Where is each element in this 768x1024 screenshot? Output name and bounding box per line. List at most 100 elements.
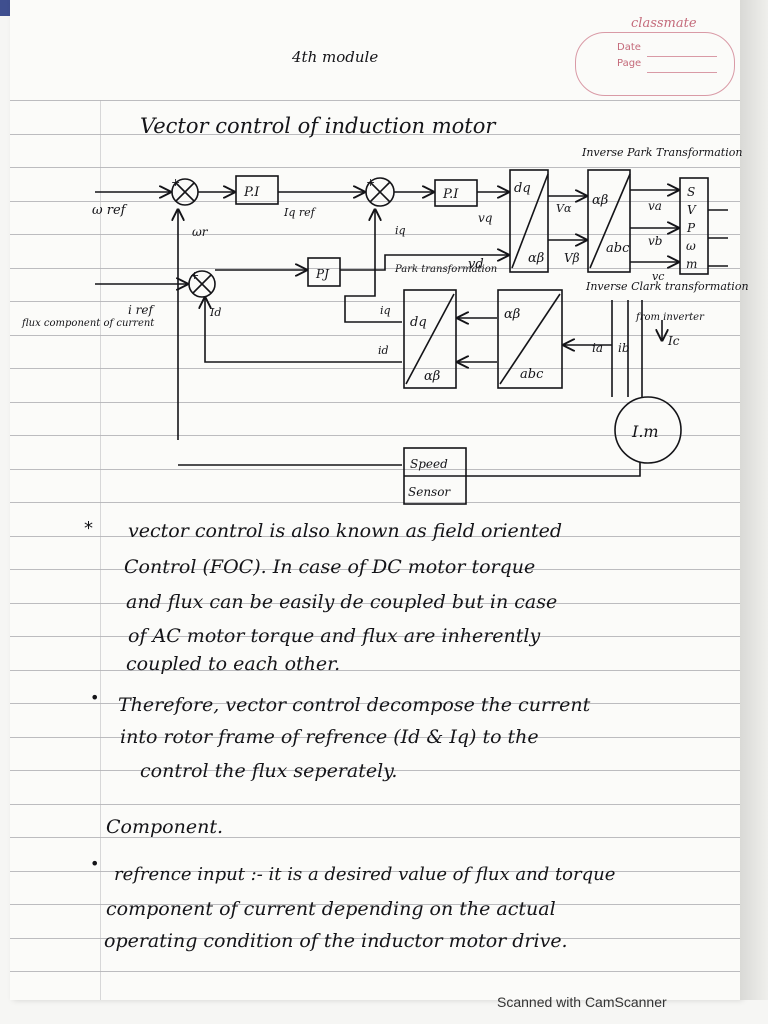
component-line: refrence input :- it is a desired value … <box>114 864 616 885</box>
sensor-label-line2: Sensor <box>408 485 451 499</box>
ic-label: Ic <box>667 334 680 348</box>
date-label: Date <box>617 42 641 53</box>
ruled-line <box>10 301 740 302</box>
iq-ref-label: Iq ref <box>283 206 317 219</box>
inverse-park-label: Inverse Park Transformation <box>581 146 742 159</box>
notebook-edge <box>740 0 768 1000</box>
minus-sign: - <box>184 198 188 211</box>
ruled-line <box>10 100 740 101</box>
inverse-park-block <box>509 169 549 273</box>
park-dq-label: dq <box>410 315 427 330</box>
ruled-line <box>10 904 740 905</box>
ruled-line <box>10 770 740 771</box>
clark-abc-label: abc <box>520 367 544 382</box>
id-out-label: id <box>378 344 389 357</box>
ruled-line <box>10 837 740 838</box>
vq-input-label: vq <box>478 211 493 225</box>
plus-sign: + <box>171 176 180 189</box>
module-label: 4th module <box>292 48 379 66</box>
ruled-line <box>10 402 740 403</box>
inv-clark-ab-label: αβ <box>592 193 608 208</box>
w-ref-label: ω ref <box>92 203 128 218</box>
svpwm-block <box>679 177 709 275</box>
ruled-line <box>10 435 740 436</box>
margin-line <box>100 100 101 1000</box>
ruled-line <box>10 134 740 135</box>
component-line: operating condition of the inductor moto… <box>104 930 568 952</box>
ruled-line <box>10 335 740 336</box>
note-line: control the flux seperately. <box>140 760 398 782</box>
park-block <box>403 289 457 389</box>
page-line <box>647 72 717 73</box>
ib-label: ib <box>618 341 630 355</box>
flux-component-note: flux component of current <box>21 318 155 329</box>
inverse-clark-block <box>587 169 631 273</box>
note-line: Therefore, vector control decompose the … <box>118 694 591 716</box>
plus-sign: + <box>366 176 375 189</box>
ruled-line <box>10 971 740 972</box>
motor-label: I.m <box>631 422 659 441</box>
id-feedback-label: Id <box>209 306 221 319</box>
svpwm-letter: m <box>686 257 697 271</box>
ruled-line <box>10 871 740 872</box>
minus-sign: - <box>378 199 382 212</box>
iq-feedback-label: iq <box>395 224 406 237</box>
iq-pi-label: P.I <box>442 187 459 202</box>
note-line: of AC motor torque and flux are inherent… <box>128 625 541 647</box>
i-ref-label: i ref <box>128 303 155 317</box>
svpwm-letter: V <box>687 203 697 217</box>
iq-pi-block <box>434 179 478 207</box>
induction-motor <box>614 396 682 464</box>
v-alpha-label: Vα <box>556 202 572 215</box>
sensor-label-line1: Speed <box>410 457 448 471</box>
scanner-watermark: Scanned with CamScanner <box>497 994 667 1010</box>
component-line: component of current depending on the ac… <box>106 898 556 920</box>
note-marker: * <box>84 518 93 539</box>
clark-ab-label: αβ <box>504 307 520 322</box>
ruled-line <box>10 737 740 738</box>
notebook-sheet <box>10 0 740 1000</box>
park-ab-label: αβ <box>424 369 440 384</box>
ruled-line <box>10 469 740 470</box>
ruled-line <box>10 804 740 805</box>
ia-label: ia <box>592 341 603 355</box>
classmate-brand-box: classmate Date Page <box>575 16 737 100</box>
minus-sign: - <box>199 290 203 303</box>
va-label: va <box>648 199 662 213</box>
vc-label: vc <box>652 270 664 283</box>
component-heading: Component. <box>106 816 223 838</box>
page-label: Page <box>617 58 642 69</box>
note-marker: • <box>90 688 100 707</box>
page-title: Vector control of induction motor <box>140 114 496 138</box>
vd-input-label: vd <box>468 257 484 272</box>
ruled-line <box>10 636 740 637</box>
note-line: coupled to each other. <box>126 653 341 675</box>
ruled-line <box>10 536 740 537</box>
svpwm-letter: P <box>686 221 696 235</box>
ruled-line <box>10 569 740 570</box>
note-line: into rotor frame of refrence (Id & Iq) t… <box>120 726 539 748</box>
note-line: Control (FOC). In case of DC motor torqu… <box>124 556 536 578</box>
svpwm-letter: S <box>687 185 695 199</box>
inv-clark-abc-label: abc <box>606 241 630 256</box>
date-line <box>647 56 717 57</box>
iq-out-label: iq <box>380 304 391 317</box>
svpwm-letter: ω <box>686 239 696 253</box>
inv-park-ab-label: αβ <box>528 251 544 266</box>
v-beta-label: Vβ <box>564 251 580 265</box>
inverse-clark-label: Inverse Clark transformation <box>585 280 749 293</box>
ruled-line <box>10 938 740 939</box>
note-line: vector control is also known as field or… <box>128 520 563 542</box>
ruled-line <box>10 703 740 704</box>
date-page-box <box>575 32 735 96</box>
vb-label: vb <box>648 234 662 248</box>
component-marker: • <box>90 854 100 873</box>
inv-park-dq-label: dq <box>514 181 531 196</box>
ruled-line <box>10 201 740 202</box>
plus-sign: + <box>190 269 199 282</box>
ruled-line <box>10 670 740 671</box>
from-inverter-label: from inverter <box>635 312 705 323</box>
clark-block <box>497 289 563 389</box>
id-pi-label: PJ <box>315 267 330 281</box>
